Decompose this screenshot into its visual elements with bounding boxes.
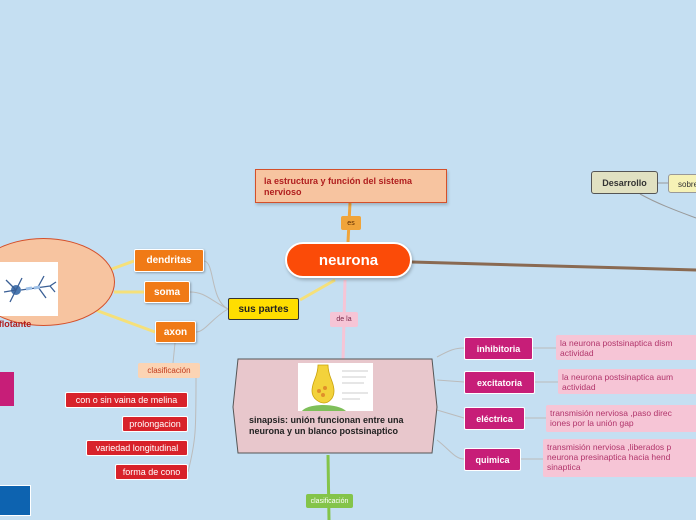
left-circle-label: ic flotante (0, 319, 32, 329)
axon-class-item[interactable]: con o sin vaina de melina (65, 392, 188, 408)
synapse-type-inhibitoria[interactable]: inhibitoria (464, 337, 533, 360)
inhibitoria-description[interactable]: la neurona postsinaptica dism actividad (556, 335, 696, 360)
quimica-description[interactable]: transmisión nerviosa ,liberados p neuron… (543, 439, 696, 477)
central-topic-neurona[interactable]: neurona (285, 242, 412, 278)
de-la-link-label: de la (330, 312, 358, 327)
sus-partes-node[interactable]: sus partes (228, 298, 299, 320)
synapse-type-quimica[interactable]: quimica (464, 448, 521, 471)
excitatoria-description[interactable]: la neurona postsinaptica aum actividad (558, 369, 696, 394)
left-blue-node[interactable]: gia (0, 485, 31, 516)
axon-clasificacion-label: clasificación (138, 363, 200, 378)
axon-class-item[interactable]: variedad longitudinal (86, 440, 188, 456)
es-link-label: es (341, 216, 361, 230)
desarrollo-node[interactable]: Desarrollo (591, 171, 658, 194)
synapse-clasificacion-label: clasificación (306, 494, 353, 508)
axon-node[interactable]: axon (155, 321, 196, 343)
neuron-image (0, 262, 58, 316)
synapse-type-electrica[interactable]: eléctrica (464, 407, 525, 430)
definition-node[interactable]: la estructura y función del sistema nerv… (255, 169, 447, 203)
synapse-type-excitatoria[interactable]: excitatoria (464, 371, 535, 394)
synapse-image (298, 363, 373, 411)
neuron-illustration-icon (3, 275, 57, 303)
synapse-illustration-icon (302, 364, 368, 411)
axon-class-item[interactable]: forma de cono (115, 464, 188, 480)
electrica-description[interactable]: transmisión nerviosa ,paso direc iones p… (546, 405, 696, 432)
soma-node[interactable]: soma (144, 281, 190, 303)
axon-class-item[interactable]: prolongacion (122, 416, 188, 432)
synapse-text: sinapsis: unión funcionan entre una neur… (249, 415, 404, 436)
dendritas-node[interactable]: dendritas (134, 249, 204, 272)
left-magenta-node[interactable] (0, 372, 14, 406)
sobre-node[interactable]: sobre (668, 174, 696, 193)
